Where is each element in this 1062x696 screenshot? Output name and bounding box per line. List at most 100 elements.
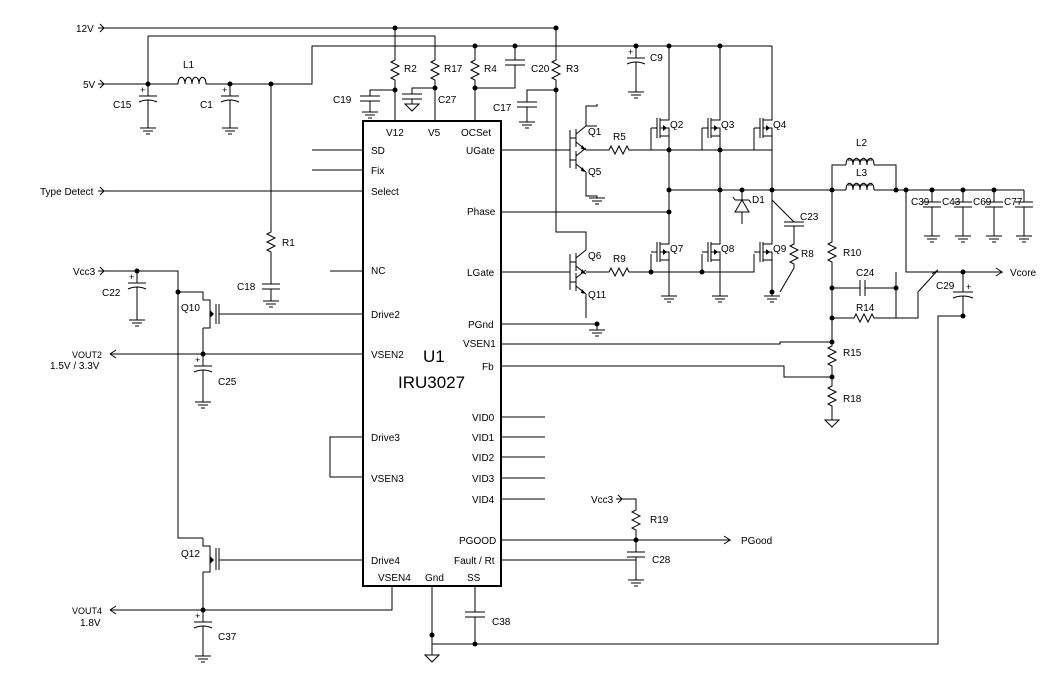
port-vcore: Vcore [1010, 268, 1037, 279]
resistor-r17 [430, 55, 440, 85]
resistor-r14 [849, 313, 879, 323]
label-c17: C17 [493, 103, 512, 114]
label-l3: L3 [856, 168, 868, 179]
port-vout2: VOUT2 [72, 350, 102, 360]
resistor-r10 [827, 237, 837, 267]
label-q1: Q1 [588, 127, 602, 138]
resistor-r15 [827, 341, 837, 371]
inductor-l1 [177, 76, 207, 85]
resistor-r4 [470, 55, 480, 85]
pin-drive4: Drive4 [371, 556, 400, 567]
label-c25: C25 [218, 377, 237, 388]
label-r8: R8 [801, 249, 814, 260]
capacitor-c37 [193, 609, 213, 640]
label-c18: C18 [237, 282, 256, 293]
label-c27: C27 [438, 95, 457, 106]
label-r9: R9 [613, 254, 626, 265]
resistor-r1 [266, 227, 276, 257]
pin-select: Select [371, 187, 399, 198]
port-5v: 5V [83, 80, 96, 91]
label-r1: R1 [282, 238, 295, 249]
pin-vsen1: VSEN1 [463, 339, 496, 350]
pin-vid0: VID0 [472, 413, 495, 424]
pin-ocset: OCSet [461, 128, 491, 139]
label-c22: C22 [102, 288, 121, 299]
resistor-r2 [390, 55, 400, 85]
inductor-l3 [845, 182, 875, 191]
label-c39: C39 [911, 197, 930, 208]
mosfet-q7 [650, 233, 670, 271]
capacitor-c1 [220, 83, 240, 114]
label-c9: C9 [650, 53, 663, 64]
pin-vsen2: VSEN2 [371, 350, 404, 361]
label-r19: R19 [650, 515, 669, 526]
pin-ss: SS [467, 573, 481, 584]
mosfet-q3 [701, 109, 721, 147]
label-q3: Q3 [721, 120, 735, 131]
pin-vsen4: VSEN4 [378, 573, 411, 584]
mosfet-q8 [701, 233, 721, 271]
label-c69: C69 [973, 197, 992, 208]
pin-ugate: UGate [466, 146, 495, 157]
resistor-r19 [631, 505, 641, 535]
resistor-r5 [604, 145, 634, 155]
label-r4: R4 [484, 64, 497, 75]
capacitor-c28 [626, 539, 646, 570]
pin-fix: Fix [371, 166, 384, 177]
resistor-r3 [551, 55, 561, 85]
inductor-l2 [845, 157, 875, 166]
port-12v: 12V [76, 24, 94, 35]
port-type-detect: Type Detect [40, 187, 94, 198]
pin-v5: V5 [428, 128, 441, 139]
label-d1: D1 [752, 195, 765, 206]
label-r15: R15 [843, 348, 862, 359]
label-c20: C20 [531, 64, 550, 75]
label-c15: C15 [113, 100, 132, 111]
label-c19: C19 [333, 95, 352, 106]
capacitor-c22 [127, 270, 147, 301]
port-vout4-val: 1.8V [80, 618, 101, 629]
pin-fb: Fb [482, 362, 494, 373]
label-q2: Q2 [670, 120, 684, 131]
resistor-r8 [789, 239, 799, 269]
mosfet-q9 [753, 233, 773, 271]
label-c77: C77 [1004, 197, 1023, 208]
capacitor-c15 [138, 83, 158, 114]
pin-pgnd: PGnd [468, 320, 494, 331]
pin-drive3: Drive3 [371, 433, 400, 444]
svg-text:+: + [966, 282, 971, 292]
chip-part: IRU3027 [398, 373, 465, 392]
label-q5: Q5 [588, 167, 602, 178]
label-q9: Q9 [773, 244, 787, 255]
port-vout4: VOUT4 [72, 606, 102, 616]
resistor-r18 [827, 381, 837, 411]
capacitor-c18 [261, 271, 281, 302]
pin-pgood: PGOOD [459, 536, 496, 547]
capacitor-c9 [626, 45, 646, 76]
port-vout2-val: 1.5V / 3.3V [50, 361, 100, 372]
label-r14: R14 [856, 303, 875, 314]
pin-phase: Phase [467, 207, 496, 218]
rail-5v [98, 45, 772, 89]
label-c37: C37 [218, 632, 237, 643]
chip-ref: U1 [423, 347, 445, 366]
label-q8: Q8 [721, 244, 735, 255]
transistor-q11 [569, 269, 587, 295]
label-r18: R18 [843, 394, 862, 405]
label-c29: C29 [936, 281, 955, 292]
label-c38: C38 [492, 617, 511, 628]
rail-36 [147, 35, 435, 84]
port-vcc3-b: Vcc3 [591, 495, 614, 506]
pin-vid1: VID1 [472, 433, 495, 444]
transistor-q1 [569, 125, 587, 151]
label-r5: R5 [613, 132, 626, 143]
port-pgood: PGood [741, 536, 772, 547]
port-vcc3-a: Vcc3 [73, 267, 96, 278]
label-c23: C23 [800, 212, 819, 223]
label-c24: C24 [856, 268, 875, 279]
label-r17: R17 [444, 64, 463, 75]
label-r3: R3 [566, 64, 579, 75]
transistor-q5 [569, 147, 587, 173]
label-r10: R10 [843, 248, 862, 259]
